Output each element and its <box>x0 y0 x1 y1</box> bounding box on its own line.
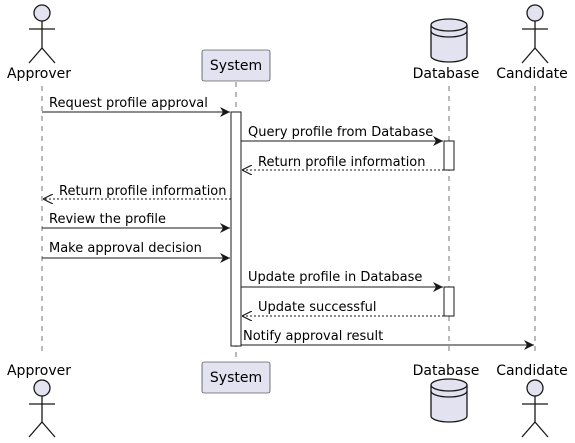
participant-system-top: System <box>201 49 271 82</box>
message-3: Return profile information <box>242 155 444 170</box>
participant-candidate-bottom: Candidate <box>496 363 568 438</box>
participant-label: Candidate <box>496 66 568 82</box>
database-icon <box>430 18 468 63</box>
participant-approver-top: Approver <box>7 4 71 82</box>
participant-label: Database <box>413 363 480 379</box>
actor-icon <box>521 4 549 64</box>
actor-icon <box>521 379 549 438</box>
database-icon <box>430 378 468 423</box>
activation-database-1 <box>443 140 455 171</box>
actor-icon <box>28 4 56 64</box>
participant-system-bottom: System <box>201 361 271 394</box>
participant-label: Database <box>413 66 480 82</box>
message-label: Update successful <box>258 300 377 315</box>
participant-approver-bottom: Approver <box>7 363 71 438</box>
participant-label: Approver <box>7 363 71 379</box>
message-label: Request profile approval <box>49 96 208 111</box>
message-5: Review the profile <box>42 212 230 233</box>
message-label: Review the profile <box>49 212 166 227</box>
participant-database-top: Database <box>413 18 480 82</box>
activation-database-2 <box>443 286 455 317</box>
message-label: Query profile from Database <box>248 125 433 140</box>
participant-database-bottom: Database <box>413 363 480 423</box>
message-label: Notify approval result <box>243 329 383 344</box>
message-label: Return profile information <box>258 155 426 170</box>
activation-system <box>230 111 242 347</box>
message-7: Update profile in Database <box>241 270 443 292</box>
participant-label: Candidate <box>496 363 568 379</box>
participant-label: System <box>210 58 262 74</box>
participant-label: System <box>210 370 262 386</box>
message-1: Request profile approval <box>42 96 230 117</box>
message-label: Return profile information <box>59 184 227 199</box>
message-2: Query profile from Database <box>241 125 443 146</box>
message-4: Return profile information <box>43 184 231 199</box>
message-label: Update profile in Database <box>248 270 422 285</box>
message-label: Make approval decision <box>49 241 202 256</box>
message-8: Update successful <box>242 300 444 316</box>
message-9: Notify approval result <box>241 329 534 350</box>
participant-candidate-top: Candidate <box>496 4 568 82</box>
actor-icon <box>28 379 56 438</box>
message-6: Make approval decision <box>42 241 230 263</box>
participant-label: Approver <box>7 66 71 82</box>
